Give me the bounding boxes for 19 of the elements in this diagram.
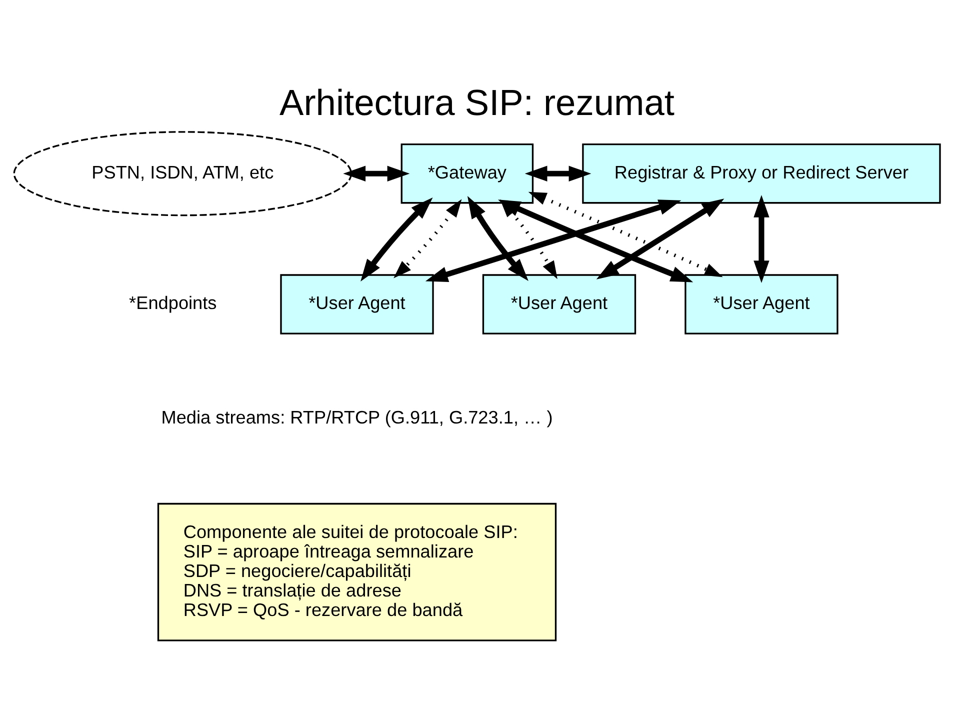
node-box: Registrar & Proxy or Redirect Server [582,142,941,204]
arrow [360,196,433,281]
arrow [528,191,723,277]
arrow [394,198,462,278]
node-box: *User Agent [684,274,838,334]
arrow [596,198,724,279]
diagram-title: Arhitectura SIP: rezumat [280,82,674,123]
arrow [754,194,770,283]
arrow [343,165,410,181]
node-box: *Gateway [400,142,534,204]
label: *Endpoints [129,292,217,313]
arrow [524,165,592,181]
arrow [500,198,558,279]
node-ellipse: PSTN, ISDN, ATM, etc [13,130,352,216]
label: Media streams: RTP/RTCP (G.911, G.723.1, … ) [161,406,553,427]
node-box: Componente ale suitei de protocoale SIP: SIP = aproape întreaga semnalizare SDP = negociere/capabilități DNS = translație de adrese RSVP = QoS - rezervare de bandă [157,502,557,641]
node-box: *User Agent [280,274,434,334]
node-box: *User Agent [482,274,636,334]
arrow [467,196,528,280]
